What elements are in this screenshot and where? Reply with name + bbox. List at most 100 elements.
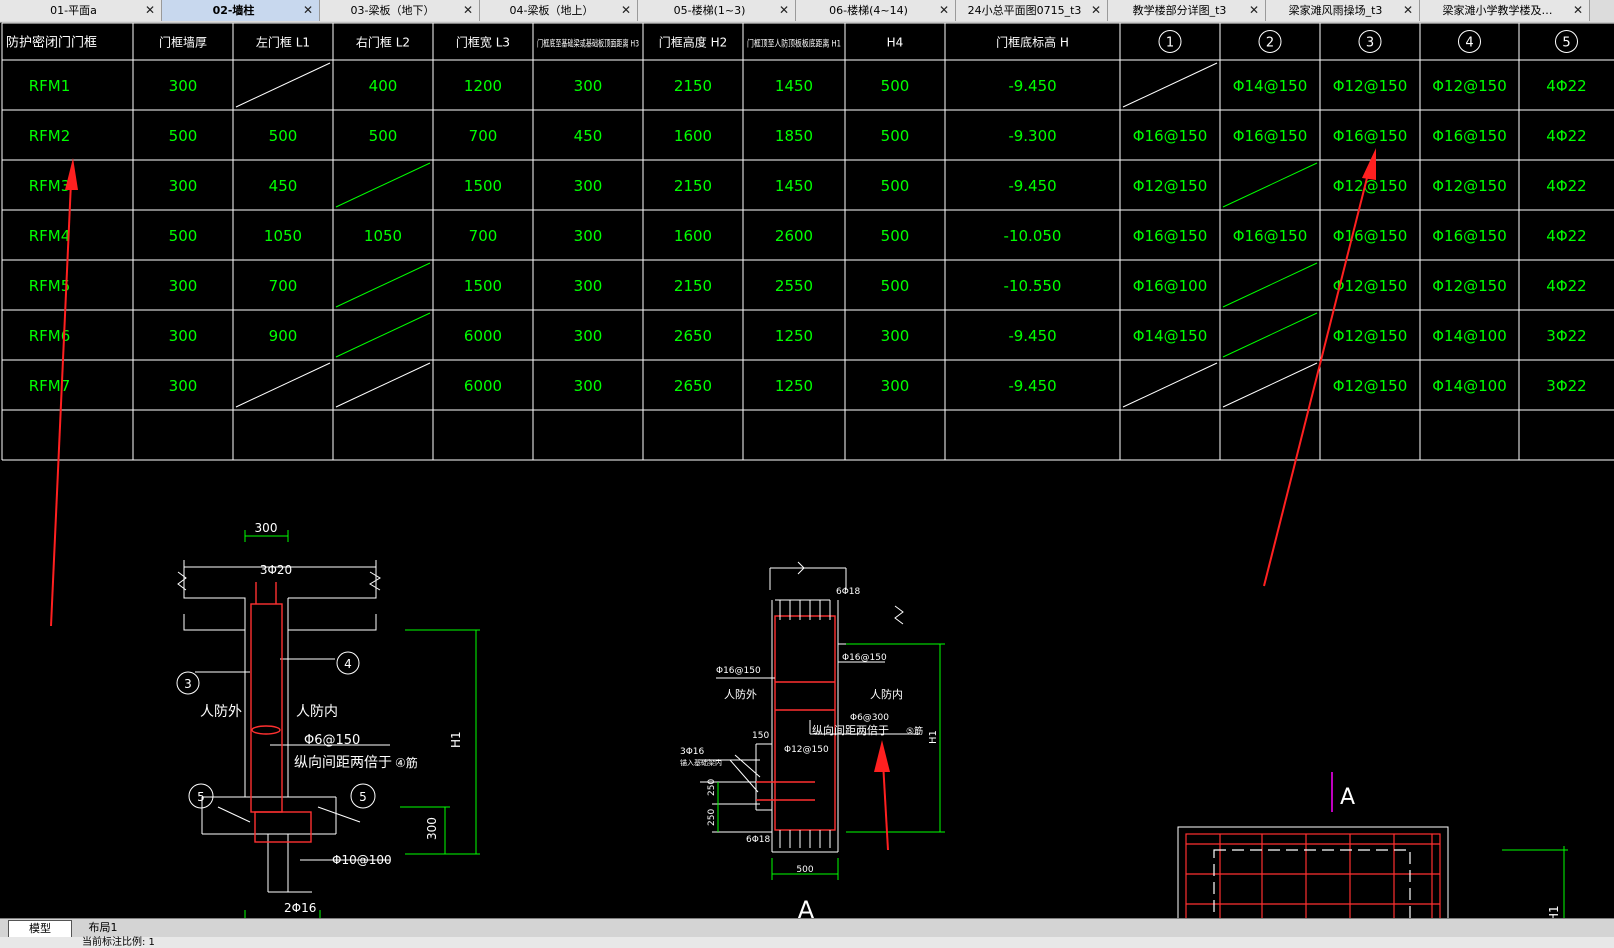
column-header: H4: [887, 36, 904, 50]
close-tab-icon[interactable]: ✕: [462, 3, 473, 17]
column-header: 3: [1366, 36, 1374, 51]
drawing-tab-2[interactable]: 02-墙柱✕: [162, 0, 320, 21]
model-tab[interactable]: 模型: [8, 920, 72, 937]
close-tab-icon[interactable]: ✕: [144, 3, 155, 17]
close-tab-icon[interactable]: ✕: [778, 3, 789, 17]
table-cell: 300: [881, 377, 910, 395]
table-cell: 300: [881, 327, 910, 345]
table-cell: 500: [169, 127, 198, 145]
table-cell: 500: [269, 127, 298, 145]
table-cell: Φ14@100: [1432, 327, 1507, 345]
detail-2-section: 6Φ18 Φ16@150 Φ16@150 人防外 人防内 Φ6@300 纵向间距…: [680, 561, 945, 918]
empty-cell-slash: [1122, 362, 1218, 408]
detail1-stirrup: Φ10@100: [332, 853, 392, 867]
table-cell: Φ16@150: [1432, 127, 1507, 145]
detail2-dim-250a: 250: [707, 779, 717, 796]
empty-cell-slash: [335, 312, 431, 358]
empty-cell-slash: [1222, 262, 1318, 308]
drawing-tab-8[interactable]: 教学楼部分详图_t3✕: [1108, 0, 1266, 21]
close-tab-icon[interactable]: ✕: [938, 3, 949, 17]
table-cell: 2150: [674, 177, 712, 195]
column-header: 5: [1562, 36, 1570, 51]
table-cell: 500: [369, 127, 398, 145]
table-cell: 1250: [775, 327, 813, 345]
close-tab-icon[interactable]: ✕: [1090, 3, 1101, 17]
drawing-tab-9[interactable]: 梁家滩风雨操场_t3 ✕: [1266, 0, 1420, 21]
drawing-tab-5[interactable]: 05-楼梯(1~3)✕: [638, 0, 796, 21]
table-cell: -9.450: [1008, 177, 1056, 195]
table-cell: 500: [881, 77, 910, 95]
column-header: 左门框 L1: [256, 35, 310, 50]
table-cell: 400: [369, 77, 398, 95]
table-cell: 3Φ22: [1546, 377, 1586, 395]
close-tab-icon[interactable]: ✕: [302, 3, 313, 17]
detail2-left-tie: Φ16@150: [716, 666, 761, 676]
table-cell: Φ12@150: [1333, 327, 1408, 345]
detail1-outside-label: 人防外: [200, 704, 242, 720]
drawing-tab-6[interactable]: 06-楼梯(4~14)✕: [796, 0, 956, 21]
table-cell: Φ14@100: [1432, 377, 1507, 395]
detail1-top-bars: 3Φ20: [260, 563, 292, 577]
arrow-to-rfm2: [50, 181, 72, 627]
row-label: RFM1: [29, 77, 71, 95]
detail2-top-bars: 6Φ18: [836, 587, 861, 597]
table-cell: Φ16@150: [1333, 227, 1408, 245]
table-cell: 700: [469, 227, 498, 245]
layout1-tab[interactable]: 布局1: [88, 921, 118, 934]
detail2-section-label: A: [798, 896, 815, 918]
detail1-circle-5a: 5: [197, 790, 205, 804]
empty-cell-slash: [1222, 362, 1318, 408]
table-cell: 1200: [464, 77, 502, 95]
detail1-circle-4: 4: [344, 657, 352, 671]
column-header: 门框底标高 H: [996, 35, 1069, 50]
table-cell: 1500: [464, 277, 502, 295]
table-cell: 2550: [775, 277, 813, 295]
table-cell: Φ16@150: [1333, 127, 1408, 145]
empty-cell-slash: [335, 362, 431, 408]
close-tab-icon[interactable]: ✕: [1572, 3, 1583, 17]
drawing-tab-10[interactable]: 梁家滩小学教学楼及…✕: [1420, 0, 1590, 21]
drawing-tab-3[interactable]: 03-梁板（地下）✕: [320, 0, 480, 21]
table-cell: 300: [169, 77, 198, 95]
table-cell: 1600: [674, 227, 712, 245]
column-header: 门框宽 L3: [456, 35, 510, 50]
empty-cell-slash: [1122, 62, 1218, 108]
table-cell: Φ16@150: [1133, 227, 1208, 245]
row-label: RFM3: [29, 177, 71, 195]
table-cell: 4Φ22: [1546, 277, 1586, 295]
row-label: RFM5: [29, 277, 71, 295]
drawing-tab-4[interactable]: 04-梁板（地上）✕: [480, 0, 638, 21]
detail2-side-note: 锚入基础梁内: [680, 758, 722, 767]
table-cell: 300: [574, 327, 603, 345]
column-header: 4: [1465, 36, 1473, 51]
drawing-tab-1[interactable]: 01-平面a ✕: [0, 0, 162, 21]
table-cell: 700: [469, 127, 498, 145]
table-cell: 700: [269, 277, 298, 295]
table-cell: Φ12@150: [1432, 177, 1507, 195]
table-cell: 900: [269, 327, 298, 345]
header-circle-2: [1258, 30, 1282, 53]
close-tab-icon[interactable]: ✕: [620, 3, 631, 17]
table-cell: 2150: [674, 77, 712, 95]
header-circle-5: [1555, 30, 1578, 53]
close-tab-icon[interactable]: ✕: [1402, 3, 1413, 17]
row-label: RFM4: [29, 227, 71, 245]
table-cell: 1050: [264, 227, 302, 245]
table-cell: 500: [881, 127, 910, 145]
tab-label: 01-平面a: [50, 4, 97, 17]
table-cell: 300: [574, 277, 603, 295]
table-cell: 300: [169, 277, 198, 295]
table-cell: Φ12@150: [1333, 77, 1408, 95]
layout-tab-bar: 模型 布局1: [0, 918, 1614, 937]
detail1-h1: H1: [449, 731, 463, 748]
detail-1-section: 300 3Φ20 3 4 5 5 人防外 人防内 Φ6@150 纵向间距两倍于 …: [176, 521, 480, 918]
row-label: RFM7: [29, 377, 71, 395]
table-cell: Φ16@150: [1133, 127, 1208, 145]
tab-label: 梁家滩风雨操场_t3: [1288, 4, 1383, 17]
table-cell: 300: [574, 227, 603, 245]
column-header: 门框顶至人防顶板板底距离 H1: [747, 38, 841, 50]
drawing-tab-7[interactable]: 24小总平面图0715_t3✕: [956, 0, 1108, 21]
close-tab-icon[interactable]: ✕: [1248, 3, 1259, 17]
table-cell: Φ12@150: [1333, 377, 1408, 395]
